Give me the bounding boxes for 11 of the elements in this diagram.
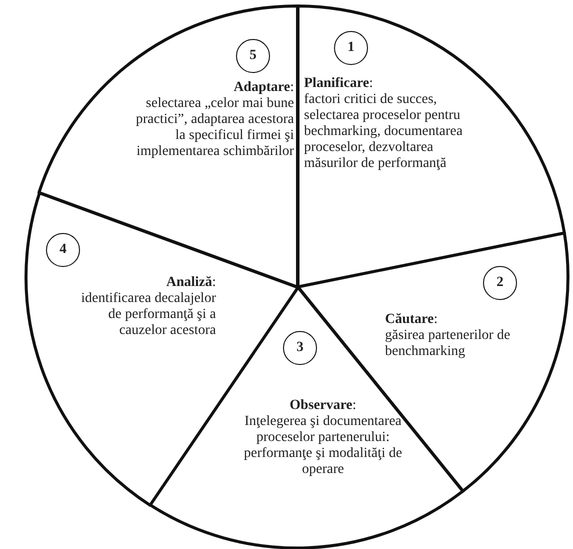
step-heading: Căutare: bbox=[385, 312, 439, 328]
step-description: factori critici de succes, selectarea proceselor pentru bechmarking, documentarea proceselor, dezvoltarea măsurilor de performanţă bbox=[304, 92, 464, 172]
circle-sector bbox=[37, 4, 300, 289]
step-description: identificarea decalajelor de performanţă şi a cauzelor acestora bbox=[80, 290, 216, 339]
step-heading: Adaptare: bbox=[232, 80, 294, 96]
step-heading: Analiză: bbox=[165, 274, 216, 291]
step-description: Inţelegerea şi documentarea proceselor partenerului: performanţe şi modalităţi de operare bbox=[242, 414, 403, 478]
step-heading: Observare: bbox=[288, 398, 358, 414]
step-description: găsirea partenerilor de benchmarking bbox=[385, 328, 512, 360]
step-heading: Planificare: bbox=[304, 76, 374, 92]
step-description: selectarea „celor mai bune practici”, adaptarea acestora la specificul firmei şi implementarea schimbărilor bbox=[134, 96, 294, 160]
